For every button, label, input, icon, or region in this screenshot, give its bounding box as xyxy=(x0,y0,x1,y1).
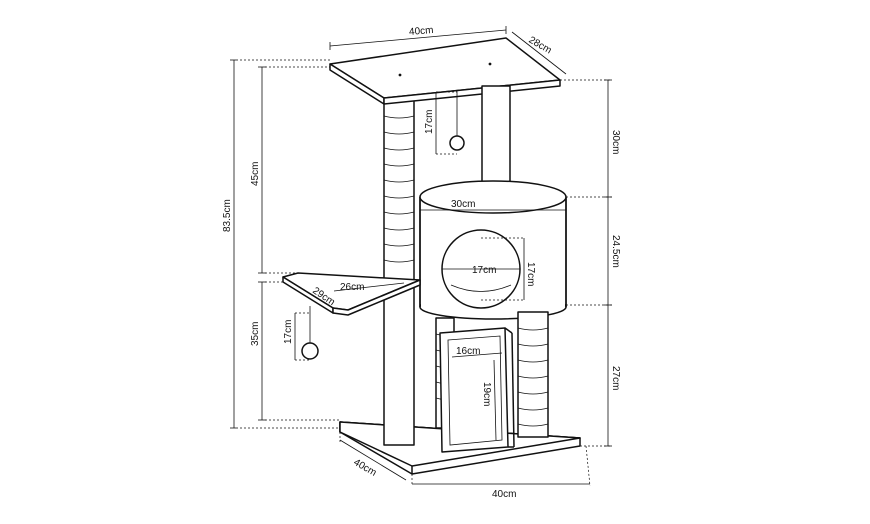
label-platform-width: 26cm xyxy=(340,282,364,293)
label-upper-toy: 17cm xyxy=(424,110,435,134)
label-house-width: 30cm xyxy=(451,199,475,210)
right-leg-post xyxy=(517,311,549,438)
top-platform xyxy=(329,37,561,105)
label-top-depth: 28cm xyxy=(527,35,554,57)
label-right-mid: 24.5cm xyxy=(610,235,621,268)
left-post xyxy=(383,99,415,446)
label-lower-toy: 17cm xyxy=(283,320,294,344)
label-base-width: 40cm xyxy=(492,489,516,500)
label-right-bottom: 27cm xyxy=(610,366,621,390)
label-hole-width: 17cm xyxy=(472,265,496,276)
label-top-width: 40cm xyxy=(409,25,434,38)
lower-hanging-toy xyxy=(301,306,319,360)
label-total-height: 83.5cm xyxy=(222,199,233,232)
upper-hanging-toy xyxy=(449,90,465,151)
dimension-lines xyxy=(230,26,612,487)
label-lower-height: 35cm xyxy=(250,322,261,346)
ramp xyxy=(439,327,515,453)
label-right-top: 30cm xyxy=(610,130,621,154)
label-hole-height: 17cm xyxy=(525,262,536,286)
center-post xyxy=(481,85,511,195)
label-ramp-width: 16cm xyxy=(456,346,480,357)
sisal-rings-upper xyxy=(383,115,415,263)
label-upper-height: 45cm xyxy=(250,162,261,186)
house xyxy=(419,180,567,320)
label-ramp-length: 19cm xyxy=(481,382,492,406)
side-platform xyxy=(282,272,421,316)
